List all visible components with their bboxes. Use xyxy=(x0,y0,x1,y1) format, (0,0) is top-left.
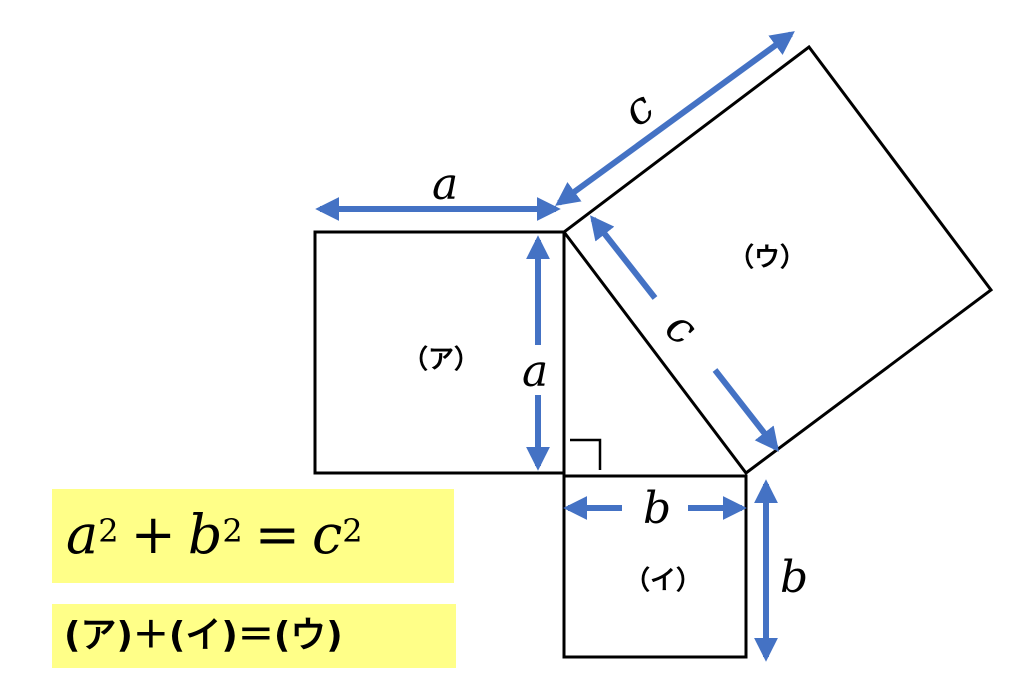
label-square-a: （ア） xyxy=(402,345,480,375)
label-side-b-bottom: b xyxy=(643,483,671,534)
formula-b: b xyxy=(187,503,223,566)
formula-a: a xyxy=(66,503,99,566)
square-a xyxy=(313,230,566,475)
formula-c: c xyxy=(312,503,343,566)
right-angle-mark xyxy=(570,438,602,470)
pythagorean-formula: a2+b2=c2 xyxy=(66,499,363,571)
arrow-side-c-hyp-lower xyxy=(712,368,779,452)
square-b xyxy=(562,474,748,659)
arrow-side-c-hyp-upper xyxy=(590,215,658,300)
formula-exp-a: 2 xyxy=(98,512,119,550)
formula-highlight: a2+b2=c2 xyxy=(52,489,454,583)
label-side-a-right: a xyxy=(522,346,548,397)
formula-exp-c: 2 xyxy=(342,512,363,550)
label-square-c: （ウ） xyxy=(728,243,806,273)
label-side-c-hyp: c xyxy=(656,300,706,356)
formula-equals: = xyxy=(254,503,300,566)
words-highlight: (ア)＋(イ)＝(ウ) xyxy=(52,604,456,668)
label-side-b-right: b xyxy=(780,552,808,603)
formula-exp-b: 2 xyxy=(222,512,243,550)
formula-plus: + xyxy=(130,503,176,566)
label-side-a-top: a xyxy=(432,159,458,210)
label-square-b: （イ） xyxy=(624,566,702,596)
area-relation-text: (ア)＋(イ)＝(ウ) xyxy=(64,615,343,656)
arrow-side-c-top xyxy=(555,31,795,206)
